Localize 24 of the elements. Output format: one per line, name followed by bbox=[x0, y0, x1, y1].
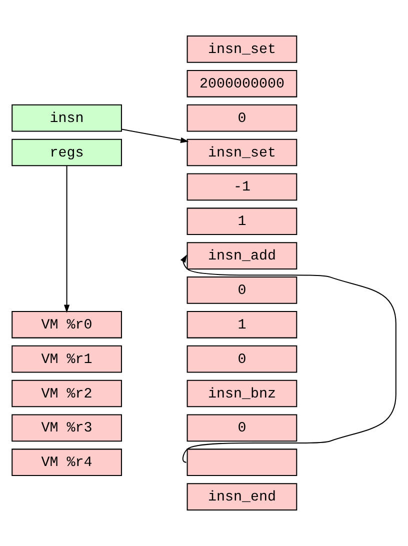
node-box: VM %r4 bbox=[12, 448, 122, 476]
node-box: 0 bbox=[186, 104, 298, 132]
node-box: insn_bnz bbox=[186, 380, 298, 408]
node-box bbox=[186, 448, 298, 476]
node-box: VM %r3 bbox=[12, 414, 122, 442]
node-box: VM %r0 bbox=[12, 310, 122, 338]
arrow bbox=[180, 254, 396, 463]
node-box: regs bbox=[12, 138, 122, 166]
node-box: VM %r2 bbox=[12, 380, 122, 408]
node-box: insn_add bbox=[186, 242, 298, 270]
arrow bbox=[122, 128, 189, 143]
node-box: -1 bbox=[186, 173, 298, 201]
node-box: 0 bbox=[186, 276, 298, 304]
node-box: 0 bbox=[186, 414, 298, 442]
node-box: 1 bbox=[186, 310, 298, 338]
node-box: VM %r1 bbox=[12, 345, 122, 373]
node-box: 0 bbox=[186, 345, 298, 373]
arrow bbox=[64, 166, 70, 313]
node-box: 2000000000 bbox=[186, 70, 298, 98]
node-box: insn_end bbox=[186, 483, 298, 510]
node-box: 1 bbox=[186, 208, 298, 236]
node-box: insn_set bbox=[186, 36, 298, 63]
node-box: insn bbox=[12, 104, 122, 132]
node-box: insn_set bbox=[186, 138, 298, 166]
